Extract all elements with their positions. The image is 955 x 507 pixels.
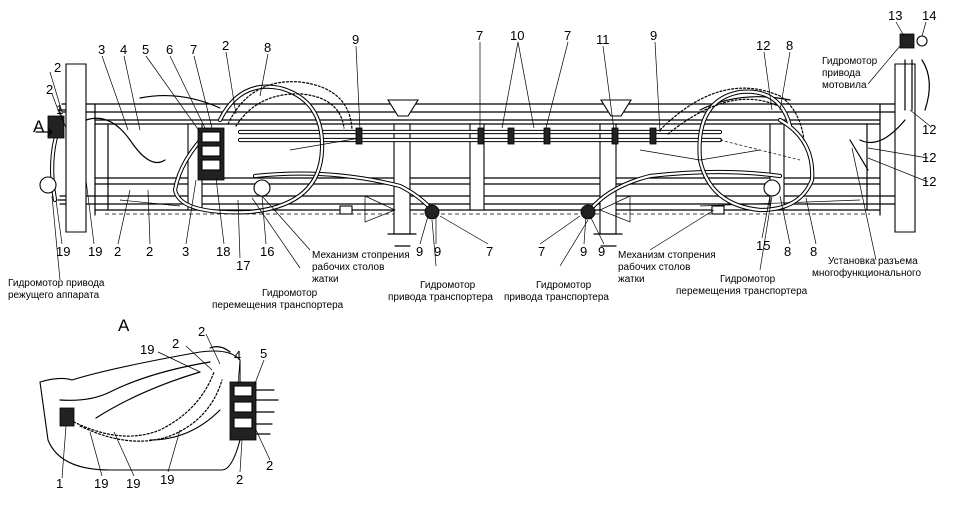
callout-2: 2 [146,244,153,259]
label-stop-mech-right-2: рабочих столов [618,261,690,273]
callout-19: 19 [160,472,174,487]
label-conv-drive-left: Гидромотор [420,280,476,291]
callout-9: 9 [580,244,587,259]
callout-7: 7 [476,28,483,43]
label-conv-move-left-2: перемещения транспортера [212,300,344,311]
reel-motor [899,33,915,49]
view-mark-a-main: А [33,117,45,136]
callout-3: 3 [98,42,105,57]
callout-14: 14 [922,8,936,23]
label-reel-motor-3: мотовила [822,80,867,91]
callout-4: 4 [120,42,127,57]
callout-2: 2 [46,82,53,97]
detail-view-a [39,333,279,479]
callout-7: 7 [538,244,545,259]
callout-9: 9 [434,244,441,259]
callout-12: 12 [922,174,936,189]
callout-12: 12 [922,122,936,137]
callout-6: 6 [166,42,173,57]
label-conv-move-right-2: перемещения транспортера [676,286,808,297]
callout-16: 16 [260,244,274,259]
label-connector: Установка разъема [828,256,918,267]
callout-19: 19 [88,244,102,259]
callout-2: 2 [172,336,179,351]
label-conv-move-left: Гидромотор [262,288,318,299]
callout-12: 12 [756,38,770,53]
callout-10: 10 [510,28,524,43]
component-labels: Гидромотор привода режущего аппарата Мех… [8,56,921,311]
callout-2: 2 [198,324,205,339]
hydraulic-lines [50,59,930,215]
label-cutter-motor-2: режущего аппарата [8,290,100,301]
callout-2: 2 [114,244,121,259]
callout-2: 2 [236,472,243,487]
label-conv-drive-right: Гидромотор [536,280,592,291]
label-connector-2: многофункционального [812,267,921,279]
callout-9: 9 [598,244,605,259]
callout-2: 2 [222,38,229,53]
callout-17: 17 [236,258,250,273]
callout-13: 13 [888,8,902,23]
label-stop-mech-left-2: рабочих столов [312,261,384,273]
callout-numbers: 2 2 1 3 4 5 6 7 2 8 9 7 10 7 11 9 12 8 1… [46,8,936,491]
callout-19: 19 [126,476,140,491]
callout-11: 11 [596,32,610,47]
label-stop-mech-left: Механизм стопрения [312,250,410,261]
label-conv-move-right: Гидромотор [720,274,776,285]
callout-2: 2 [54,60,61,75]
label-reel-motor-2: привода [822,68,861,79]
callout-8: 8 [810,244,817,259]
callout-19: 19 [140,342,154,357]
callout-19: 19 [94,476,108,491]
callout-9: 9 [650,28,657,43]
callout-1: 1 [56,476,63,491]
callout-7: 7 [486,244,493,259]
callout-8: 8 [786,38,793,53]
callout-9: 9 [416,244,423,259]
label-stop-mech-right: Механизм стопрения [618,250,716,261]
label-conv-drive-left-2: привода транспортера [388,292,493,303]
conveyor-drive-motor-right [580,204,596,220]
callout-5: 5 [142,42,149,57]
view-mark-a-detail: А [118,316,130,335]
header-frame [57,63,916,247]
callout-3: 3 [182,244,189,259]
conveyor-drive-motor-left [424,204,440,220]
callout-8: 8 [264,40,271,55]
label-reel-motor: Гидромотор [822,56,878,67]
components [35,33,928,220]
callout-18: 18 [216,244,230,259]
callout-7: 7 [190,42,197,57]
callout-1: 1 [56,102,63,117]
label-cutter-motor: Гидромотор привода [8,278,105,289]
label-stop-mech-right-3: жатки [618,274,645,285]
callout-15: 15 [756,238,770,253]
callout-2: 2 [266,458,273,473]
label-stop-mech-left-3: жатки [312,274,339,285]
callout-7: 7 [564,28,571,43]
callout-4: 4 [234,348,241,363]
callout-19: 19 [56,244,70,259]
leader-lines [49,21,931,281]
label-conv-drive-right-2: привода транспортера [504,292,609,303]
callout-12: 12 [922,150,936,165]
callout-8: 8 [784,244,791,259]
callout-9: 9 [352,32,359,47]
callout-5: 5 [260,346,267,361]
